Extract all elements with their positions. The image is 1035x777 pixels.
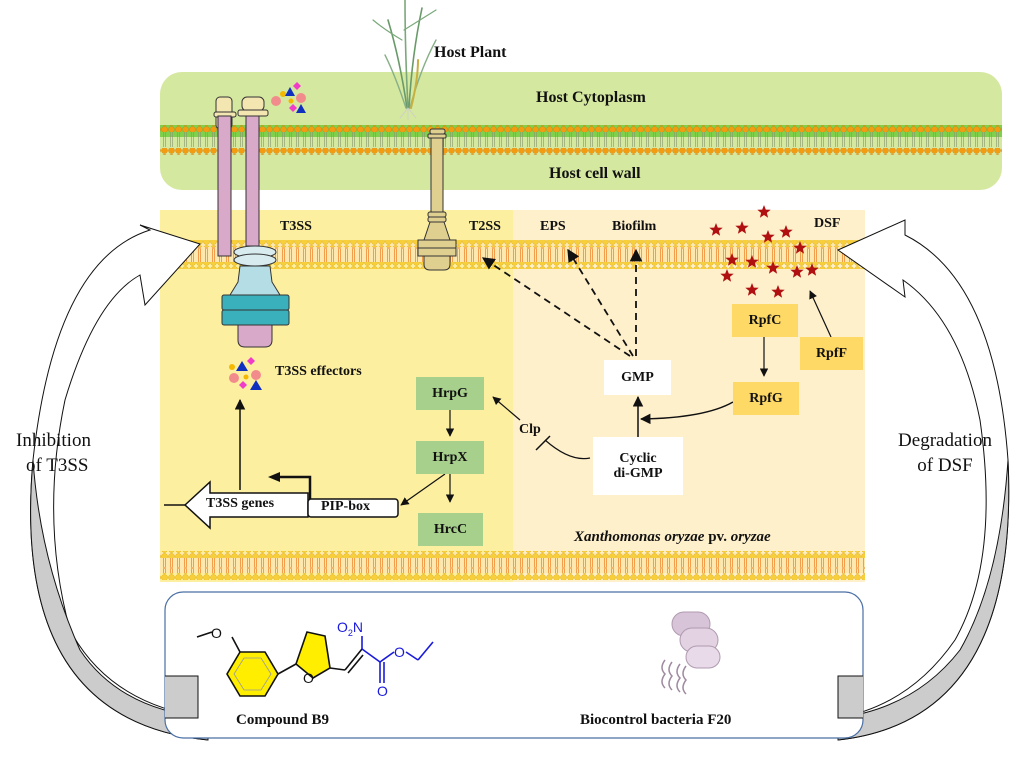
- left-action-line1: Inhibition: [16, 430, 91, 451]
- bacterial-cell-right-region: [513, 210, 865, 582]
- arrow-clp-hrpg: [492, 396, 521, 421]
- dsf-star-icon: [709, 223, 723, 236]
- rpfg-node: RpfG: [733, 382, 799, 415]
- dsf-star-icon: [790, 265, 804, 278]
- hrpg-node: HrpG: [416, 377, 484, 410]
- biocontrol-label: Biocontrol bacteria F20: [580, 712, 732, 728]
- t2ss-apparatus: [417, 128, 457, 271]
- dsf-star-icon: [771, 285, 785, 298]
- pip-box-label: PIP-box: [321, 499, 370, 514]
- cyclic-di-gmp-line2: di-GMP: [613, 466, 663, 481]
- dsf-star-icon: [779, 225, 793, 238]
- bacterium-name: Xanthomonas oryzae pv. oryzae: [574, 529, 771, 546]
- compound-b9-label: Compound B9: [236, 712, 329, 728]
- left-curved-arrow-shadow: [30, 459, 209, 741]
- biocontrol-bacteria-icon: [661, 611, 721, 695]
- dsf-star-icon: [805, 263, 819, 276]
- hrpx-node: HrpX: [416, 441, 484, 474]
- ring-oxygen-methoxy: O: [211, 625, 222, 641]
- gmp-node: GMP: [604, 360, 671, 395]
- left-action-label: Inhibition of T3SS: [16, 428, 166, 478]
- host-plant-label: Host Plant: [434, 44, 507, 61]
- left-action-line2: of T3SS: [26, 455, 89, 476]
- rpfc-node: RpfC: [732, 304, 798, 337]
- rpff-node: RpfF: [800, 337, 863, 370]
- left-arrow-tail: [165, 675, 199, 719]
- arrow-rpff-dsf: [809, 290, 832, 338]
- eps-label: EPS: [540, 219, 566, 234]
- dsf-star-icon: [793, 241, 807, 254]
- inhibition-bar: [535, 435, 551, 451]
- rice-plant-icon: [372, 0, 437, 121]
- t3ss-needle: [245, 115, 260, 247]
- bacterium-genus-species: Xanthomonas oryzae: [574, 529, 705, 545]
- right-action-label: Degradation of DSF: [870, 428, 1020, 478]
- cyclic-di-gmp-line1: Cyclic: [619, 450, 657, 466]
- dsf-star-icon: [735, 221, 749, 234]
- cyclic-di-gmp-node: Cyclic di-GMP: [593, 437, 683, 495]
- dsf-star-icon: [720, 269, 734, 282]
- inhibition-line-cyclic-clp: [544, 439, 591, 460]
- bacterial-membrane-top: [160, 240, 865, 269]
- arrow-hrpx-pipbox: [400, 473, 446, 506]
- clp-label: Clp: [519, 422, 541, 437]
- bacterium-pv: pv.: [704, 529, 731, 545]
- dsf-star-icon: [745, 283, 759, 296]
- effectors-host-icon: [271, 82, 306, 113]
- right-curved-arrow-shadow: [837, 459, 1010, 741]
- bacterium-pathovar: oryzae: [730, 529, 771, 545]
- dsf-label: DSF: [814, 216, 841, 231]
- right-action-line1: Degradation: [898, 430, 992, 451]
- carbonyl-oxygen: O: [377, 683, 388, 699]
- t3ss-cap: [237, 96, 269, 117]
- gmp-dashed-arrows: [481, 248, 643, 357]
- dsf-star-icon: [757, 205, 771, 218]
- biofilm-label: Biofilm: [612, 219, 657, 234]
- t3ss-apparatus: [213, 96, 290, 348]
- t3ss-effectors-label: T3SS effectors: [275, 364, 362, 379]
- host-cytoplasm-label: Host Cytoplasm: [536, 89, 646, 106]
- t3ss-label: T3SS: [280, 219, 312, 234]
- host-cell-wall-label: Host cell wall: [549, 165, 641, 182]
- dsf-star-icon: [725, 253, 739, 266]
- compound-b9-structure: [196, 631, 434, 697]
- t3ss-genes-arrow: [164, 472, 399, 530]
- right-action-line2: of DSF: [917, 455, 973, 476]
- t2ss-label: T2SS: [469, 219, 501, 234]
- right-curved-arrow: [836, 219, 1010, 741]
- dsf-star-icon: [761, 230, 775, 243]
- right-arrow-tail: [837, 675, 863, 719]
- effectors-cell-icon: [229, 357, 262, 390]
- dsf-molecules: [709, 205, 819, 298]
- arrow-rpfg-gmp: [639, 401, 734, 425]
- compound-o2n-label: O2N: [337, 619, 364, 638]
- ester-oxygen: O: [394, 644, 405, 660]
- host-membrane: [160, 125, 1002, 155]
- hrcc-node: HrcC: [418, 513, 483, 546]
- ring-oxygen-furan: O: [303, 670, 314, 686]
- dsf-star-icon: [766, 261, 780, 274]
- t3ss-genes-label: T3SS genes: [206, 496, 275, 511]
- bacterial-membrane-bottom: [160, 551, 865, 580]
- dsf-star-icon: [745, 255, 759, 268]
